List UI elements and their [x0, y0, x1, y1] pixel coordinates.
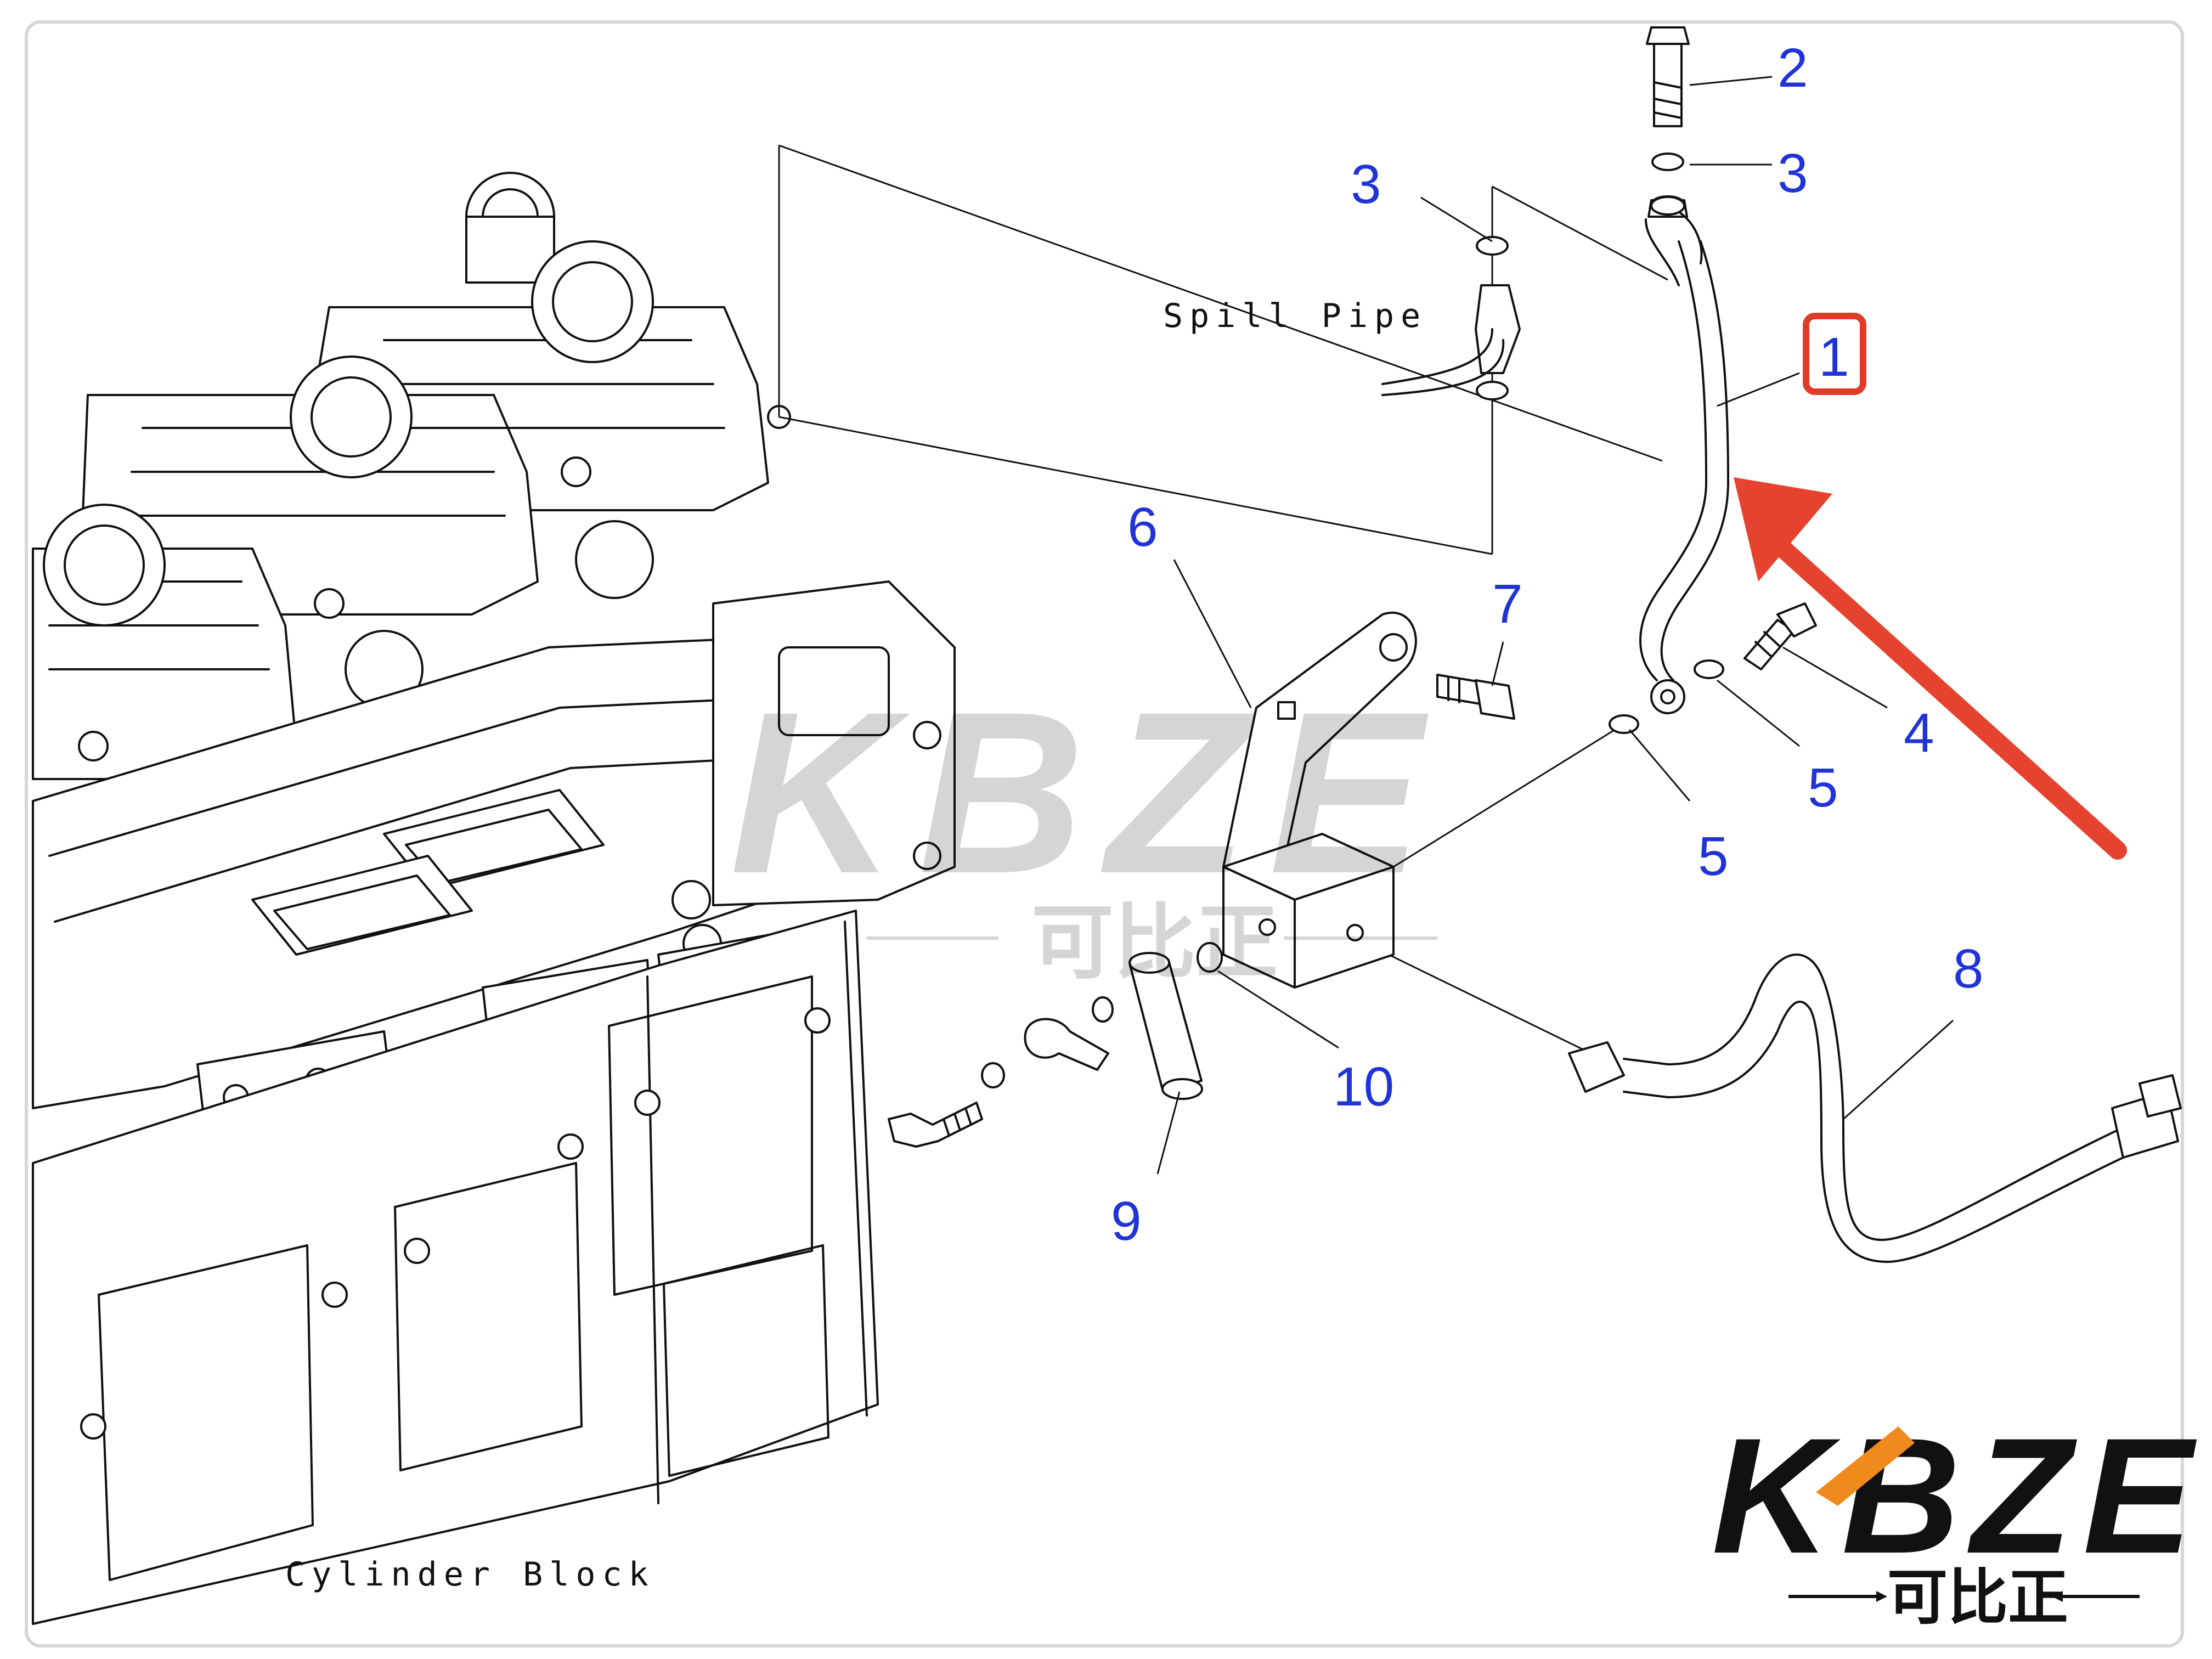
callout-10: 10 [1333, 1056, 1394, 1118]
cylinder-block-caption: Cylinder Block [285, 1555, 655, 1594]
engine-drawing [32, 172, 956, 1625]
part-1-pipe [1639, 195, 1729, 714]
callout-7: 7 [1492, 573, 1523, 635]
callout-9: 9 [1111, 1190, 1142, 1252]
part-5-washer-left [1609, 714, 1639, 734]
callout-3-left: 3 [1351, 154, 1381, 215]
callout-3-right: 3 [1778, 143, 1808, 204]
spill-pipe-drawing [1381, 236, 1521, 400]
callout-6: 6 [1127, 496, 1158, 558]
callout-1: 1 [1819, 326, 1849, 388]
part-8-harness [1568, 953, 2182, 1263]
watermark: KBZE 可比正 [730, 664, 1444, 991]
part-4-bolt [1743, 602, 1817, 670]
callout-1-highlight-box [1803, 313, 1866, 395]
part-9-stud [1128, 952, 1203, 1100]
part-6-bracket [1222, 612, 1417, 890]
callout-5-right: 5 [1808, 757, 1838, 819]
highlight-arrow [1734, 477, 2127, 860]
part-10-washer [1197, 942, 1223, 973]
part-2-bolt [1646, 26, 1690, 127]
callout-8: 8 [1953, 938, 1984, 1000]
logo-brand: KBZE [1712, 1403, 2204, 1588]
watermark-brand: KBZE [730, 664, 1444, 922]
part-7-bolt [1436, 674, 1515, 720]
callout-2: 2 [1778, 37, 1808, 99]
kbze-logo: KBZE 可比正 [1712, 1403, 2204, 1633]
sensor-block [1222, 833, 1395, 989]
spill-pipe-caption: Spill Pipe [1163, 297, 1427, 335]
small-fittings [888, 996, 1114, 1148]
callout-5-left: 5 [1698, 826, 1729, 887]
callouts: 2 3 3 1 6 7 4 5 5 8 10 9 [1111, 37, 1984, 1252]
part-5-washer-right [1694, 659, 1724, 679]
logo-chinese: 可比正 [1887, 1562, 2068, 1633]
watermark-chinese: 可比正 [1031, 895, 1278, 991]
callout-4: 4 [1904, 702, 1934, 764]
part-3-washer [1651, 153, 1684, 171]
logo-accent [1816, 1426, 1915, 1506]
